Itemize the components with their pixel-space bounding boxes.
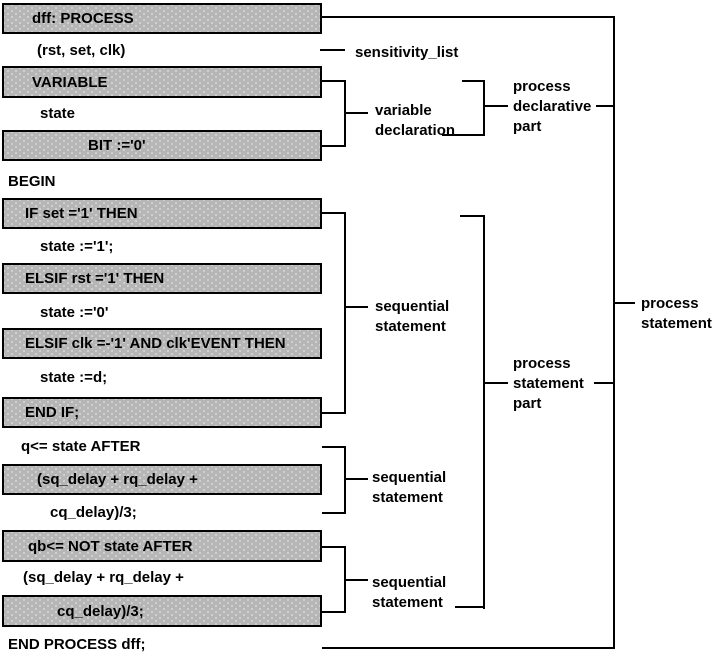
code-box-qb-assign: qb<= NOT state AFTER [2, 530, 322, 562]
code-box-sq-rq-delay-1: (sq_delay + rq_delay + [2, 464, 322, 495]
connector-process-top [322, 16, 613, 18]
bracket-variable-bottom-arm [322, 145, 346, 147]
tick-variable-declaration [344, 112, 368, 114]
code-box-cq-delay-2: cq_delay)/3; [2, 595, 322, 627]
connector-declarative-to-process [596, 105, 615, 107]
code-text-sensitivity-list: (rst, set, clk) [37, 42, 126, 59]
tick-process-declarative-part [483, 105, 508, 107]
bracket-declarative-vertical [483, 80, 485, 136]
code-box-elsif-rst: ELSIF rst ='1' THEN [2, 263, 322, 294]
connector-statement-part-to-process [594, 382, 615, 384]
label-process-statement: process statement [641, 295, 712, 332]
code-text-cq-delay-1: cq_delay)/3; [50, 504, 137, 521]
code-text-q-assign: q<= state AFTER [21, 438, 141, 455]
code-box-elsif-clk: ELSIF clk =-'1' AND clk'EVENT THEN [2, 328, 322, 359]
bracket-statement-part-bottom-arm [455, 606, 485, 608]
code-text-begin: BEGIN [8, 173, 56, 190]
label-sequential-statement-1: sequential statement [375, 298, 450, 335]
code-text-state-assign-1: state :='1'; [40, 238, 114, 255]
code-text-state-assign-d: state :=d; [40, 369, 108, 386]
connector-process-bottom [322, 647, 613, 649]
bracket-statement-part-vertical [483, 215, 485, 609]
bracket-declarative-top-arm [462, 80, 485, 82]
code-text-end-process: END PROCESS dff; [8, 636, 146, 653]
code-box-bit-init: BIT :='0' [2, 130, 322, 161]
tick-sequential-statement-3 [344, 579, 368, 581]
tick-sequential-statement-2 [344, 478, 368, 480]
label-process-statement-part: process statement part [513, 355, 584, 412]
connector-process-right-vertical [613, 16, 615, 649]
label-process-declarative-part: process declarative part [513, 78, 592, 135]
tick-process-statement-part [483, 382, 508, 384]
bracket-seq2-vertical [344, 446, 346, 514]
code-text-sq-rq-delay-2: (sq_delay + rq_delay + [23, 569, 184, 586]
bracket-declarative-bottom-arm [442, 134, 485, 136]
label-sequential-statement-2: sequential statement [372, 469, 447, 506]
bracket-seq2-top-arm [322, 446, 346, 448]
bracket-seq1-vertical [344, 212, 346, 414]
label-sensitivity-list: sensitivity_list [355, 44, 459, 61]
bracket-seq1-top-arm [322, 212, 346, 214]
code-box-end-if: END IF; [2, 397, 322, 428]
bracket-seq3-bottom-arm [322, 611, 346, 613]
bracket-statement-part-top-arm [460, 215, 485, 217]
code-box-if-set: IF set ='1' THEN [2, 198, 322, 229]
bracket-seq2-bottom-arm [322, 512, 346, 514]
label-variable-declaration: variable declaration [375, 102, 456, 139]
bracket-seq3-top-arm [322, 546, 346, 548]
code-box-process-header: dff: PROCESS [2, 3, 322, 34]
label-sequential-statement-3: sequential statement [372, 574, 447, 611]
bracket-variable-top-arm [322, 80, 346, 82]
code-text-state-assign-0: state :='0' [40, 304, 109, 321]
code-box-variable-keyword: VARIABLE [2, 66, 322, 98]
tick-process-statement [613, 302, 635, 304]
bracket-seq1-bottom-arm [322, 412, 346, 414]
tick-sequential-statement-1 [344, 306, 368, 308]
code-text-state-name: state [40, 105, 76, 122]
tick-sensitivity-list [320, 49, 345, 51]
